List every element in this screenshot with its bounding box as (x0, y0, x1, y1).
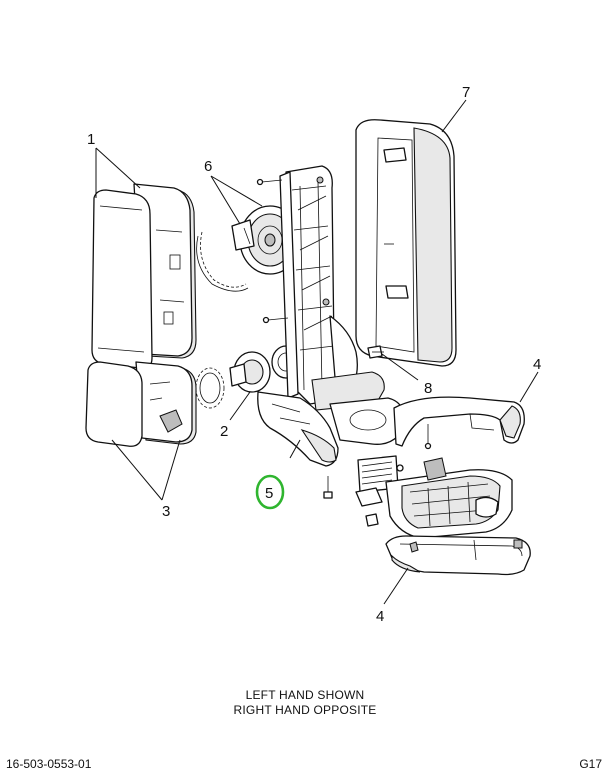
screw-8 (367, 345, 384, 359)
callout-1: 1 (87, 131, 95, 148)
callout-3: 3 (162, 503, 170, 520)
callout-6: 6 (204, 158, 212, 175)
lower-trim-cover (385, 535, 531, 576)
callout-8: 8 (424, 380, 432, 397)
caption-left-hand-shown: LEFT HAND SHOWN (245, 688, 365, 702)
gasket-rings (195, 231, 249, 409)
lower-mirror-assembly (85, 361, 197, 447)
upper-mirror-assembly (91, 183, 197, 369)
callout-7: 7 (462, 84, 470, 101)
detent-spring (355, 455, 404, 527)
lower-bracket-assembly (385, 457, 513, 539)
callout-4-lower: 4 (376, 608, 384, 625)
rear-housing-cover (355, 119, 457, 367)
callout-4-upper: 4 (533, 356, 541, 373)
caption-right-hand-opposite: RIGHT HAND OPPOSITE (233, 703, 377, 717)
callout-5-highlight-ring (255, 474, 285, 510)
footer-page-code: G17 (579, 757, 602, 771)
callout-5: 5 (265, 485, 273, 502)
lower-arm-base (257, 391, 405, 499)
footer-part-number: 16-503-0553-01 (6, 757, 92, 771)
leader-lines (95, 99, 539, 605)
upper-trim-cover (393, 396, 525, 450)
callout-2: 2 (220, 423, 228, 440)
